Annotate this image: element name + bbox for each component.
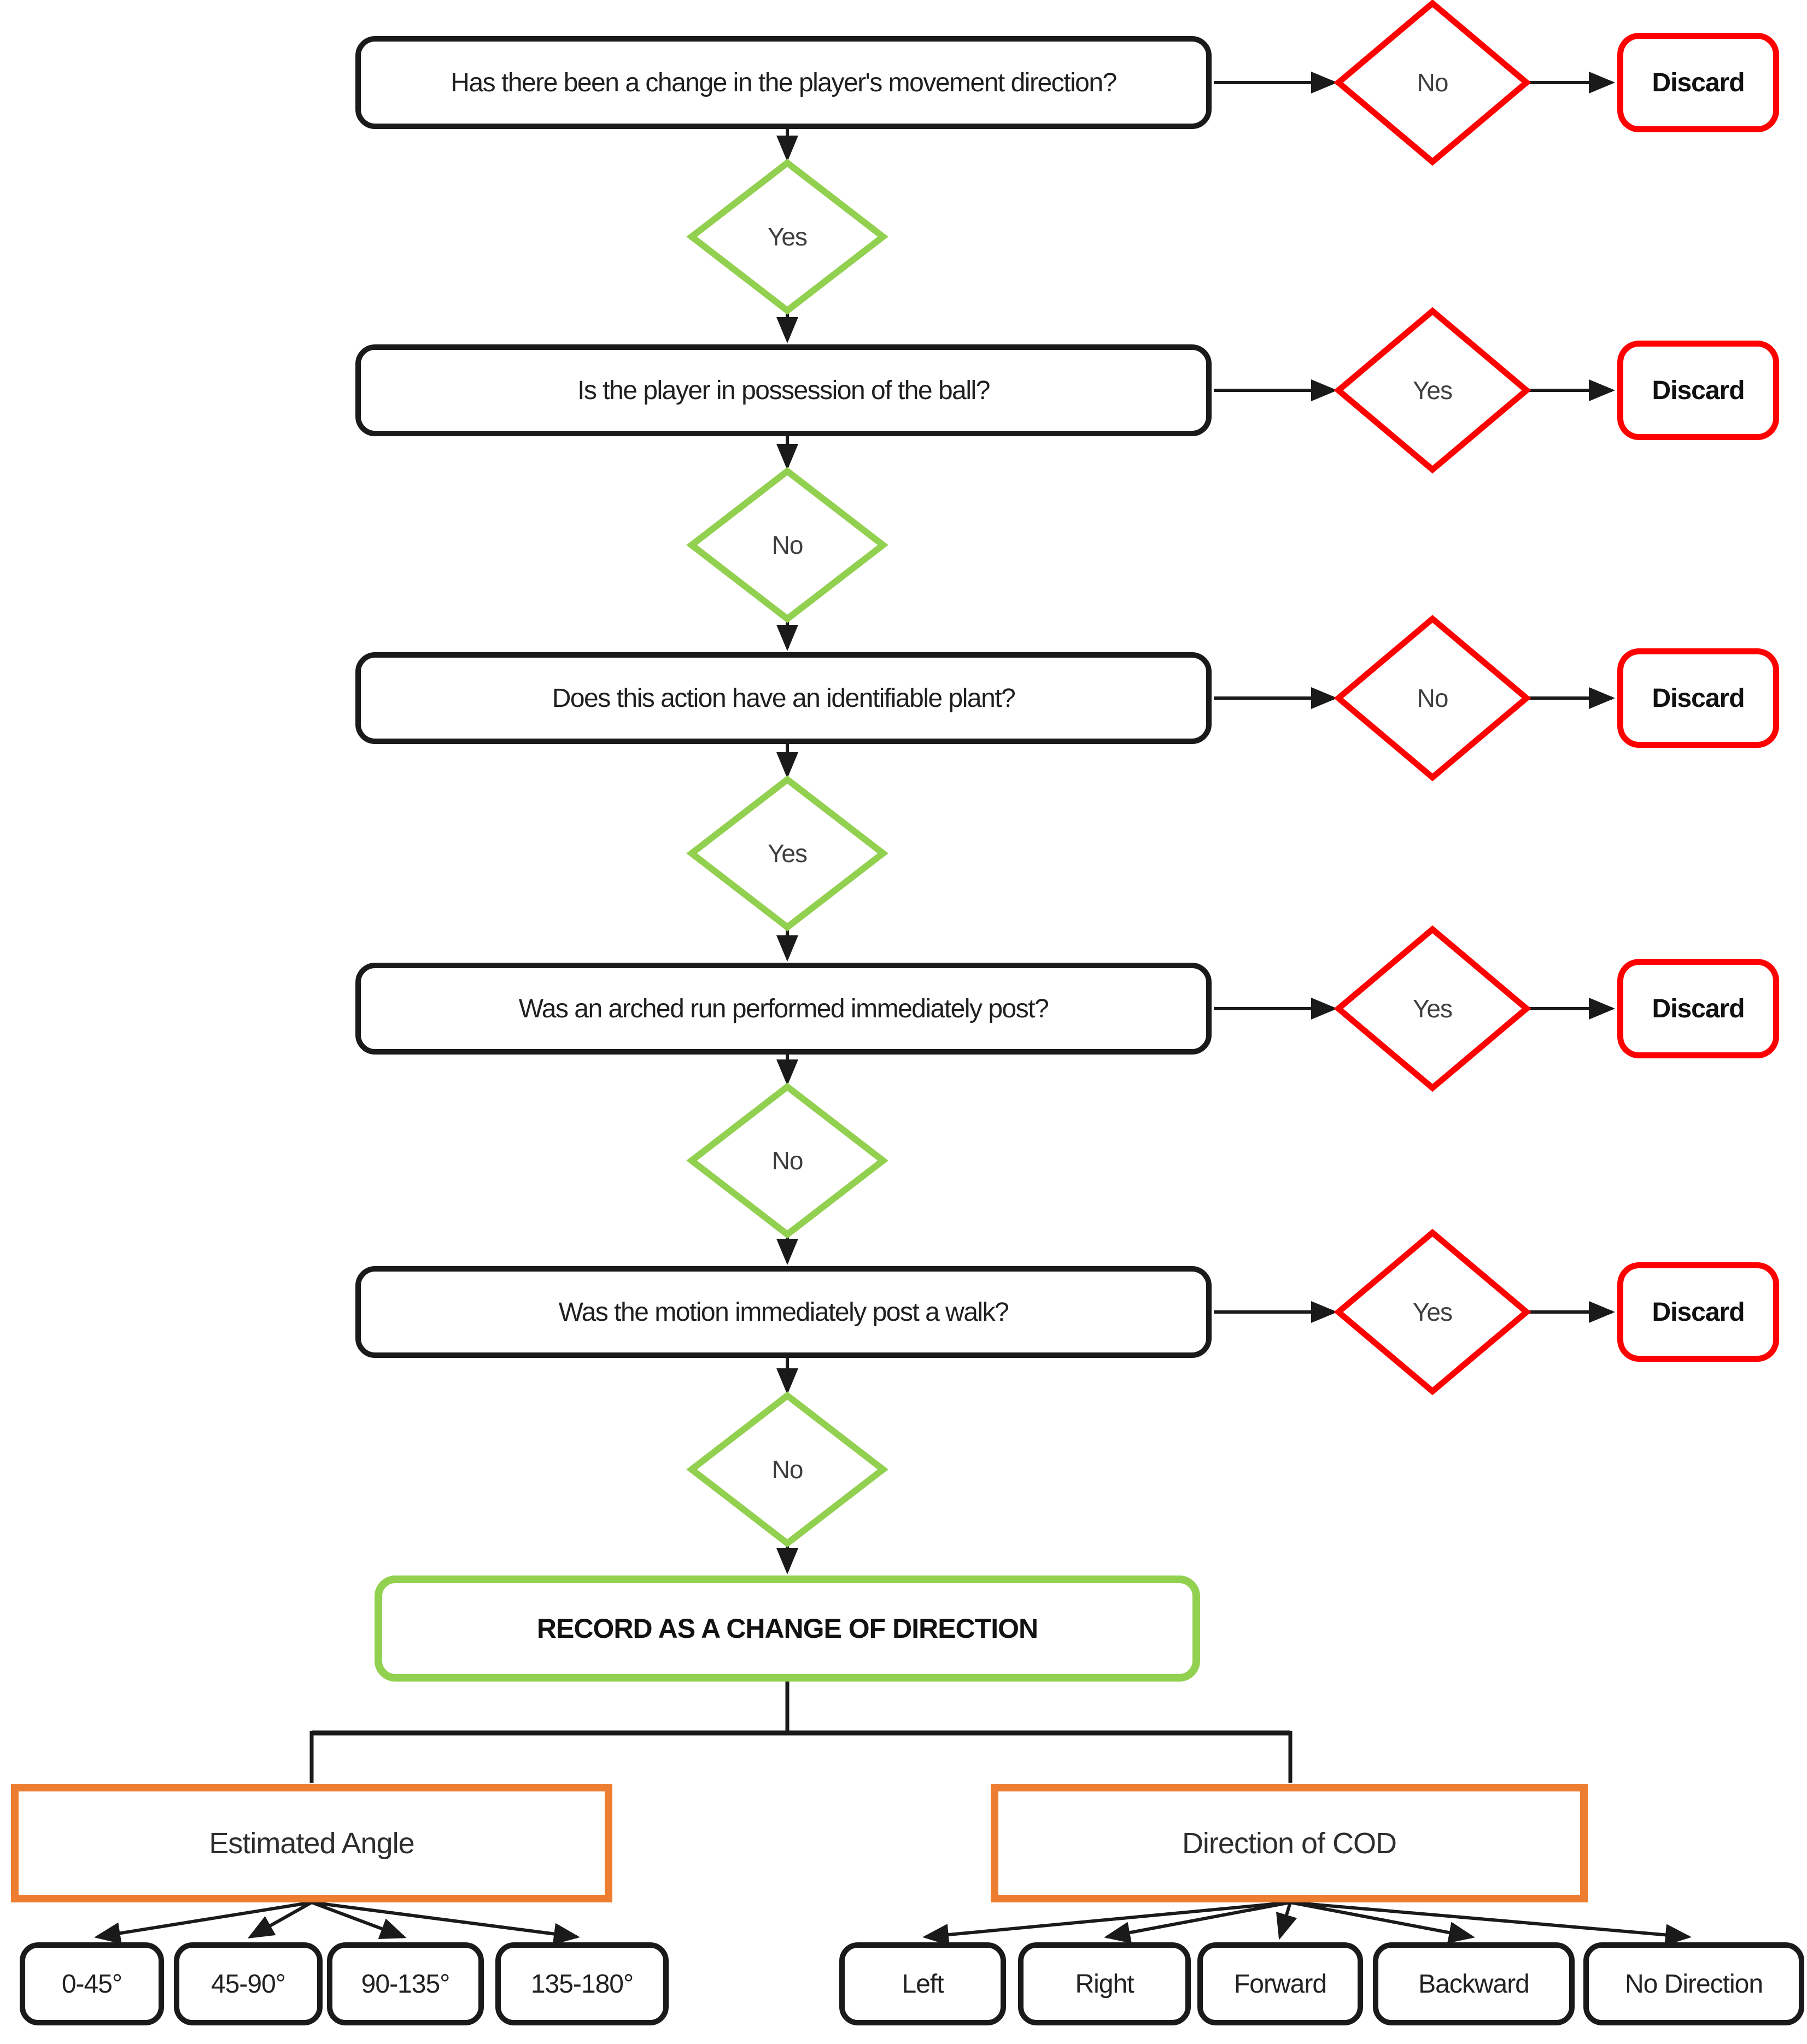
category-box-estimated-angle: Estimated Angle bbox=[11, 1784, 612, 1902]
question-box-3: Does this action have an identifiable pl… bbox=[355, 652, 1212, 744]
direction-fan-arrows bbox=[922, 1901, 1692, 1946]
pass-diamonds bbox=[686, 159, 888, 1548]
arrow-to-option-135-180 bbox=[311, 1901, 580, 1945]
question-text-2: Is the player in possession of the ball? bbox=[577, 376, 990, 405]
fail-label-2: Yes bbox=[1412, 376, 1453, 405]
question-box-5: Was the motion immediately post a walk? bbox=[355, 1266, 1212, 1358]
question-box-4: Was an arched run performed immediately … bbox=[355, 963, 1212, 1055]
question-text-3: Does this action have an identifiable pl… bbox=[552, 683, 1016, 713]
pass-diamond-5 bbox=[686, 1391, 888, 1548]
option-box-backward: Backward bbox=[1373, 1942, 1575, 2025]
category-label-estimated-angle: Estimated Angle bbox=[209, 1826, 414, 1860]
question-text-1: Has there been a change in the player's … bbox=[451, 68, 1117, 97]
pass-label-5: No bbox=[771, 1455, 804, 1484]
question-box-2: Is the player in possession of the ball? bbox=[355, 344, 1212, 436]
fail-diamond-4 bbox=[1334, 925, 1531, 1092]
pass-diamond-4 bbox=[686, 1082, 888, 1239]
option-box-0-45: 0-45° bbox=[20, 1942, 164, 2025]
arrow-to-option-forward bbox=[1276, 1902, 1297, 1940]
arrow-to-option-45-90 bbox=[247, 1901, 313, 1938]
option-box-no-direction: No Direction bbox=[1583, 1942, 1804, 2025]
fail-label-5: Yes bbox=[1412, 1298, 1453, 1326]
angle-fan-arrows bbox=[94, 1901, 580, 1945]
arrow-to-option-no-direction bbox=[1290, 1901, 1692, 1946]
discard-box-2: Discard bbox=[1617, 341, 1779, 440]
question-text-5: Was the motion immediately post a walk? bbox=[558, 1297, 1009, 1327]
discard-box-5: Discard bbox=[1617, 1262, 1779, 1362]
fail-label-4: Yes bbox=[1412, 994, 1453, 1023]
record-result-box: RECORD AS A CHANGE OF DIRECTION bbox=[375, 1576, 1200, 1682]
fail-diamond-3 bbox=[1334, 614, 1531, 782]
discard-box-1: Discard bbox=[1617, 33, 1779, 132]
category-label-direction-of-cod: Direction of COD bbox=[1182, 1826, 1397, 1860]
option-box-forward: Forward bbox=[1197, 1942, 1363, 2025]
discard-box-4: Discard bbox=[1617, 959, 1779, 1058]
pass-diamond-3 bbox=[686, 775, 888, 932]
fail-diamond-2 bbox=[1334, 307, 1531, 474]
fail-label-3: No bbox=[1417, 684, 1449, 712]
option-box-90-135: 90-135° bbox=[327, 1942, 484, 2025]
arrow-to-option-0-45 bbox=[94, 1901, 312, 1945]
arrow-to-option-backward bbox=[1290, 1901, 1475, 1943]
pass-diamond-2 bbox=[686, 467, 888, 623]
discard-box-3: Discard bbox=[1617, 648, 1779, 748]
pass-label-4: No bbox=[771, 1146, 804, 1175]
pass-label-1: Yes bbox=[767, 222, 808, 251]
category-tree-connector bbox=[309, 1682, 1293, 1783]
arrow-to-option-left bbox=[922, 1901, 1291, 1946]
pass-diamond-1 bbox=[686, 159, 888, 315]
fail-diamond-5 bbox=[1334, 1228, 1531, 1396]
pass-label-3: Yes bbox=[767, 839, 808, 868]
option-box-left: Left bbox=[839, 1942, 1006, 2025]
option-box-right: Right bbox=[1018, 1942, 1191, 2025]
fail-diamond-1 bbox=[1334, 0, 1531, 166]
question-text-4: Was an arched run performed immediately … bbox=[518, 994, 1049, 1023]
arrow-to-option-90-135 bbox=[311, 1901, 407, 1939]
fail-label-1: No bbox=[1417, 68, 1449, 97]
question-box-1: Has there been a change in the player's … bbox=[355, 36, 1212, 129]
fail-diamonds bbox=[1334, 0, 1531, 1396]
option-box-45-90: 45-90° bbox=[174, 1942, 323, 2025]
arrow-to-option-right bbox=[1104, 1901, 1291, 1943]
option-box-135-180: 135-180° bbox=[495, 1942, 669, 2025]
fail-arrows bbox=[1214, 72, 1615, 1323]
record-result-text: RECORD AS A CHANGE OF DIRECTION bbox=[536, 1613, 1038, 1644]
pass-label-2: No bbox=[771, 531, 804, 559]
category-box-direction-of-cod: Direction of COD bbox=[991, 1784, 1588, 1902]
